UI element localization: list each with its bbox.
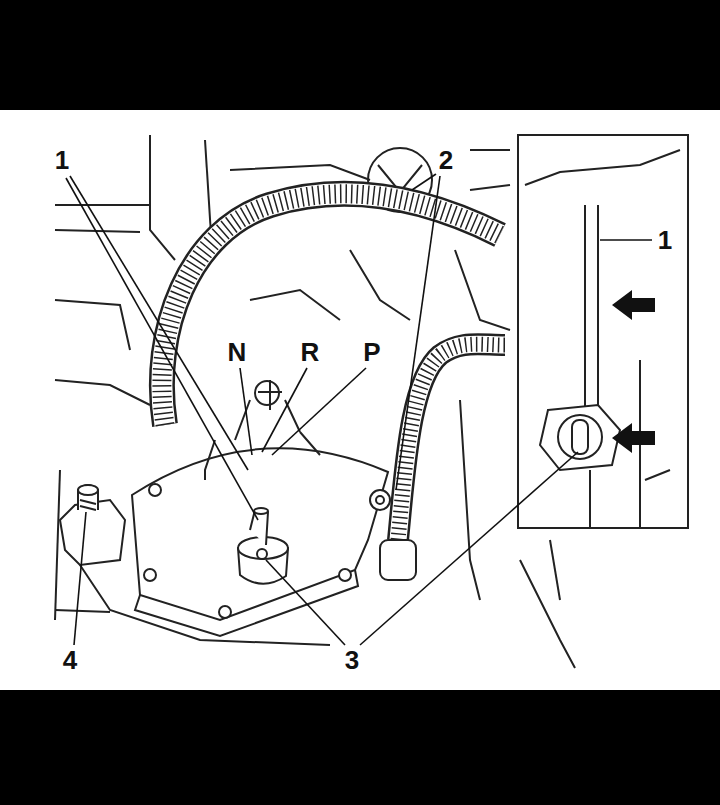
park-neutral-switch-part [376,496,384,504]
leader-lines-part [600,239,652,241]
callout-number: 1 [52,146,72,174]
park-neutral-switch-part [149,484,161,496]
park-neutral-switch [132,432,390,636]
detail-inset-part [612,290,655,320]
transmission-housing-part [350,250,410,320]
detail-inset-part [558,415,602,459]
position-letter: R [298,338,323,366]
transmission-housing-part [230,165,370,180]
position-letter: P [360,338,383,366]
transmission-housing-part [550,540,560,600]
detail-inset-part [589,470,591,528]
detail-inset-part [540,405,620,470]
leader-lines-part [240,368,252,455]
bolt-4-part [78,485,98,495]
park-neutral-switch-part [219,606,231,618]
cable-hose-part [398,344,505,540]
park-neutral-switch-part [370,490,390,510]
bolt-4 [78,485,98,510]
leader-lines-part [70,176,248,470]
leader-lines-part [266,560,345,645]
park-neutral-switch-part [144,569,156,581]
transmission-housing-part [460,400,480,600]
transmission-housing-part [470,185,510,190]
transmission-housing-part [55,204,150,206]
transmission-housing-part [55,300,130,350]
transmission-housing-part [255,381,279,405]
detail-inset-part [612,423,655,453]
transmission-housing-part [55,470,60,620]
park-neutral-switch-part [250,510,268,545]
leader-lines [66,174,652,645]
leader-lines-part [262,368,307,452]
leader-lines-part [66,178,258,520]
cable-hose-part [162,194,500,425]
park-neutral-switch-part [339,569,351,581]
callout-number: 2 [436,146,456,174]
transmission-housing-part [455,250,510,330]
callout-number: 4 [60,646,80,674]
bolt-4-part [78,485,98,510]
leader-lines-part [396,176,440,490]
callout-number: 1 [655,226,675,254]
transmission-housing [55,135,575,668]
white-panel [0,110,720,690]
transmission-housing-part [55,230,140,232]
transmission-housing-part [470,149,510,151]
bolt-4-part [80,500,96,510]
cable-hose-part [380,540,416,580]
cable-hose-part [398,344,505,540]
leader-lines-part [272,368,366,455]
leader-lines-part [74,512,86,645]
transmission-housing-part [150,135,175,260]
transmission-housing-part [55,380,150,405]
park-neutral-switch-part [132,448,388,620]
park-neutral-switch-part [254,508,268,514]
detail-inset-part [572,420,588,454]
transmission-housing-part [55,610,110,612]
detail-inset [518,135,688,528]
cable-hose-part [162,194,500,425]
transmission-housing-part [60,500,125,565]
detail-inset-part [525,150,680,185]
cable-hose-part [162,194,500,425]
callout-number: 3 [342,646,362,674]
leader-lines-part [412,174,436,190]
transmission-housing-part [250,290,340,320]
leader-lines-part [360,452,578,645]
position-letter: N [225,338,250,366]
detail-inset-part [585,205,598,410]
cable-hose-part [398,344,505,540]
transmission-housing-part [520,560,575,668]
park-neutral-switch-part [257,549,267,559]
detail-inset-part [518,135,688,528]
